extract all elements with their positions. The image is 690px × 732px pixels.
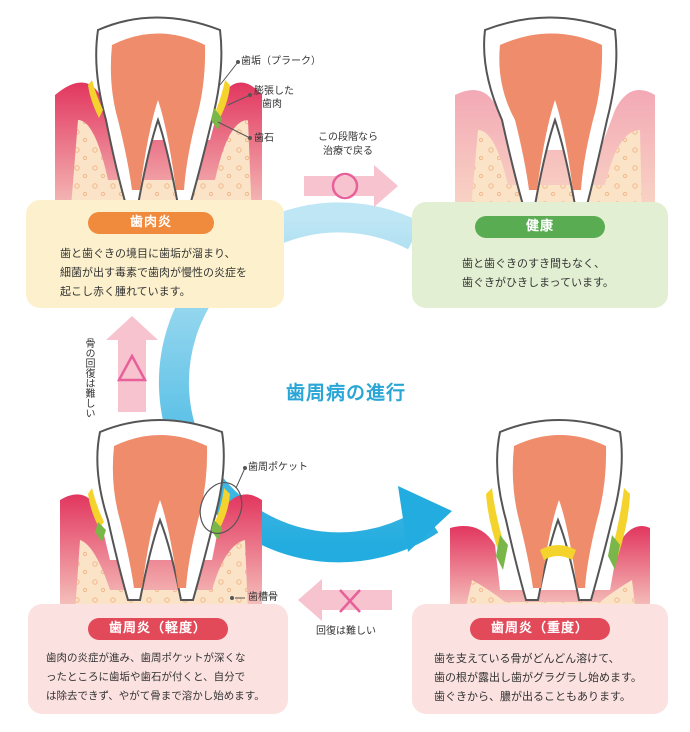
card-gingivitis: 歯肉炎 歯と歯ぐきの境目に歯垢が溜まり、 細菌が出す毒素で歯肉が慢性の炎症を 起… [26,200,284,308]
stage-description-severe: 歯を支えている骨がどんどん溶けて、 歯の根が露出し歯がグラグラし始めます。 歯ぐ… [434,649,642,706]
card-severe-periodontitis: 歯周炎（重度） 歯を支えている骨がどんどん溶けて、 歯の根が露出し歯がグラグラし… [412,604,668,714]
description-line: 歯ぐきがひきしまっています。 [462,276,614,289]
cycle-arrow [158,202,452,563]
arrow-to-gingivitis [106,316,158,412]
arrow-to-healthy [304,165,398,207]
stage-title-gingivitis: 歯肉炎 [88,212,214,234]
label-recovery-difficult: 回復は難しい [316,626,376,637]
label-alveolar-bone: 歯槽骨 [248,592,278,603]
stage-description-healthy: 歯と歯ぐきのすき間もなく、 歯ぐきがひきしまっています。 [462,254,614,292]
description-line: ったところに歯垢や歯石が付くと、自分で [46,671,246,683]
label-tartar: 歯石 [254,133,274,144]
label-periodontal-pocket: 歯周ポケット [248,462,308,473]
description-line: 歯と歯ぐきのすき間もなく、 [462,257,605,270]
stage-title-severe: 歯周炎（重度） [470,618,610,640]
description-line: 歯と歯ぐきの境目に歯垢が溜まり、 [60,247,236,260]
label-plaque: 歯垢（プラーク） [241,56,321,67]
label-treatable-line2: 治療で戻る [323,146,373,157]
description-line: 歯を支えている骨がどんどん溶けて、 [434,652,620,665]
stage-title-mild: 歯周炎（軽度） [88,618,228,640]
label-swollen-gum-line1: 膨張した [254,86,294,97]
tooth-severe-illustration [450,419,650,612]
stage-description-gingivitis: 歯と歯ぐきの境目に歯垢が溜まり、 細菌が出す毒素で歯肉が慢性の炎症を 起こし赤く… [60,244,247,301]
card-mild-periodontitis: 歯周炎（軽度） 歯肉の炎症が進み、歯周ポケットが深くな ったところに歯垢や歯石が… [28,604,288,714]
description-line: は除去できず、やがて骨まで溶かし始めます。 [46,690,265,702]
cycle-title: 歯周病の進行 [286,382,407,404]
tooth-mild-illustration [60,419,262,612]
card-healthy: 健康 歯と歯ぐきのすき間もなく、 歯ぐきがひきしまっています。 [412,202,668,308]
description-line: 細菌が出す毒素で歯肉が慢性の炎症を [60,266,247,279]
description-line: 歯ぐきから、膿が出ることもあります。 [434,690,631,703]
description-line: 歯肉の炎症が進み、歯周ポケットが深くな [46,652,246,664]
label-treatable-line1: この段階なら [318,132,378,143]
stage-description-mild: 歯肉の炎症が進み、歯周ポケットが深くな ったところに歯垢や歯石が付くと、自分で … [46,649,265,706]
label-swollen-gum-line2: 歯肉 [262,99,282,110]
tooth-gingivitis-illustration [55,16,262,220]
label-bone-recovery-difficult: 骨の回復は難しい [83,338,94,418]
arrow-to-mild [298,579,392,621]
tooth-healthy-illustration [455,16,655,220]
description-line: 起こし赤く腫れています。 [60,285,191,298]
description-line: 歯の根が露出し歯がグラグラし始めます。 [434,671,642,684]
stage-title-healthy: 健康 [475,216,605,238]
